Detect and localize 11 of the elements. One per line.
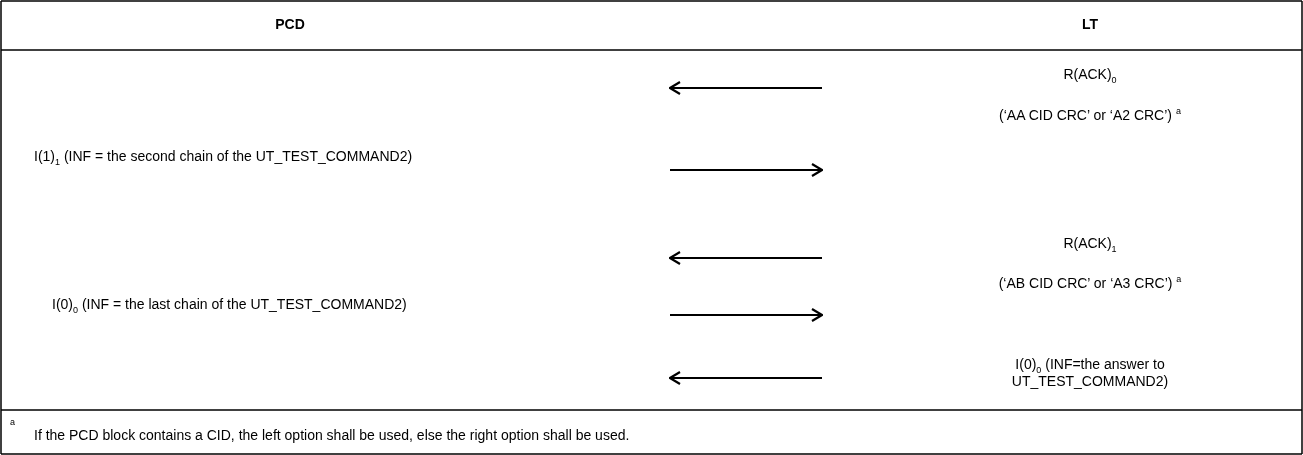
message-label: I(1)$_{1}$ (INF = the second chain of the UT_TEST_COMMAND2) (34, 148, 413, 165)
footnote-text: If the PCD block contains a CID, the left option shall be used, else the right option shall be used. (34, 427, 630, 444)
footnote-mark: a (10, 418, 15, 430)
message-label: I(0)$_{0}$ (INF=the answer to UT_TEST_COMMAND2) (1010, 356, 1170, 390)
column-header: PCD (274, 16, 306, 33)
message-label: I(0)$_{0}$ (INF = the last chain of the UT_TEST_COMMAND2) (52, 296, 407, 313)
message-label: R(ACK)$_{0}$ (1062, 66, 1118, 83)
column-header: LT (1080, 16, 1100, 33)
frame-format-note: (‘AA CID CRC’ or ‘A2 CRC’) $^{a}$ (998, 107, 1182, 124)
frame-format-note: (‘AB CID CRC’ or ‘A3 CRC’) $^{a}$ (997, 275, 1183, 292)
message-label: R(ACK)$_{1}$ (1062, 235, 1118, 252)
